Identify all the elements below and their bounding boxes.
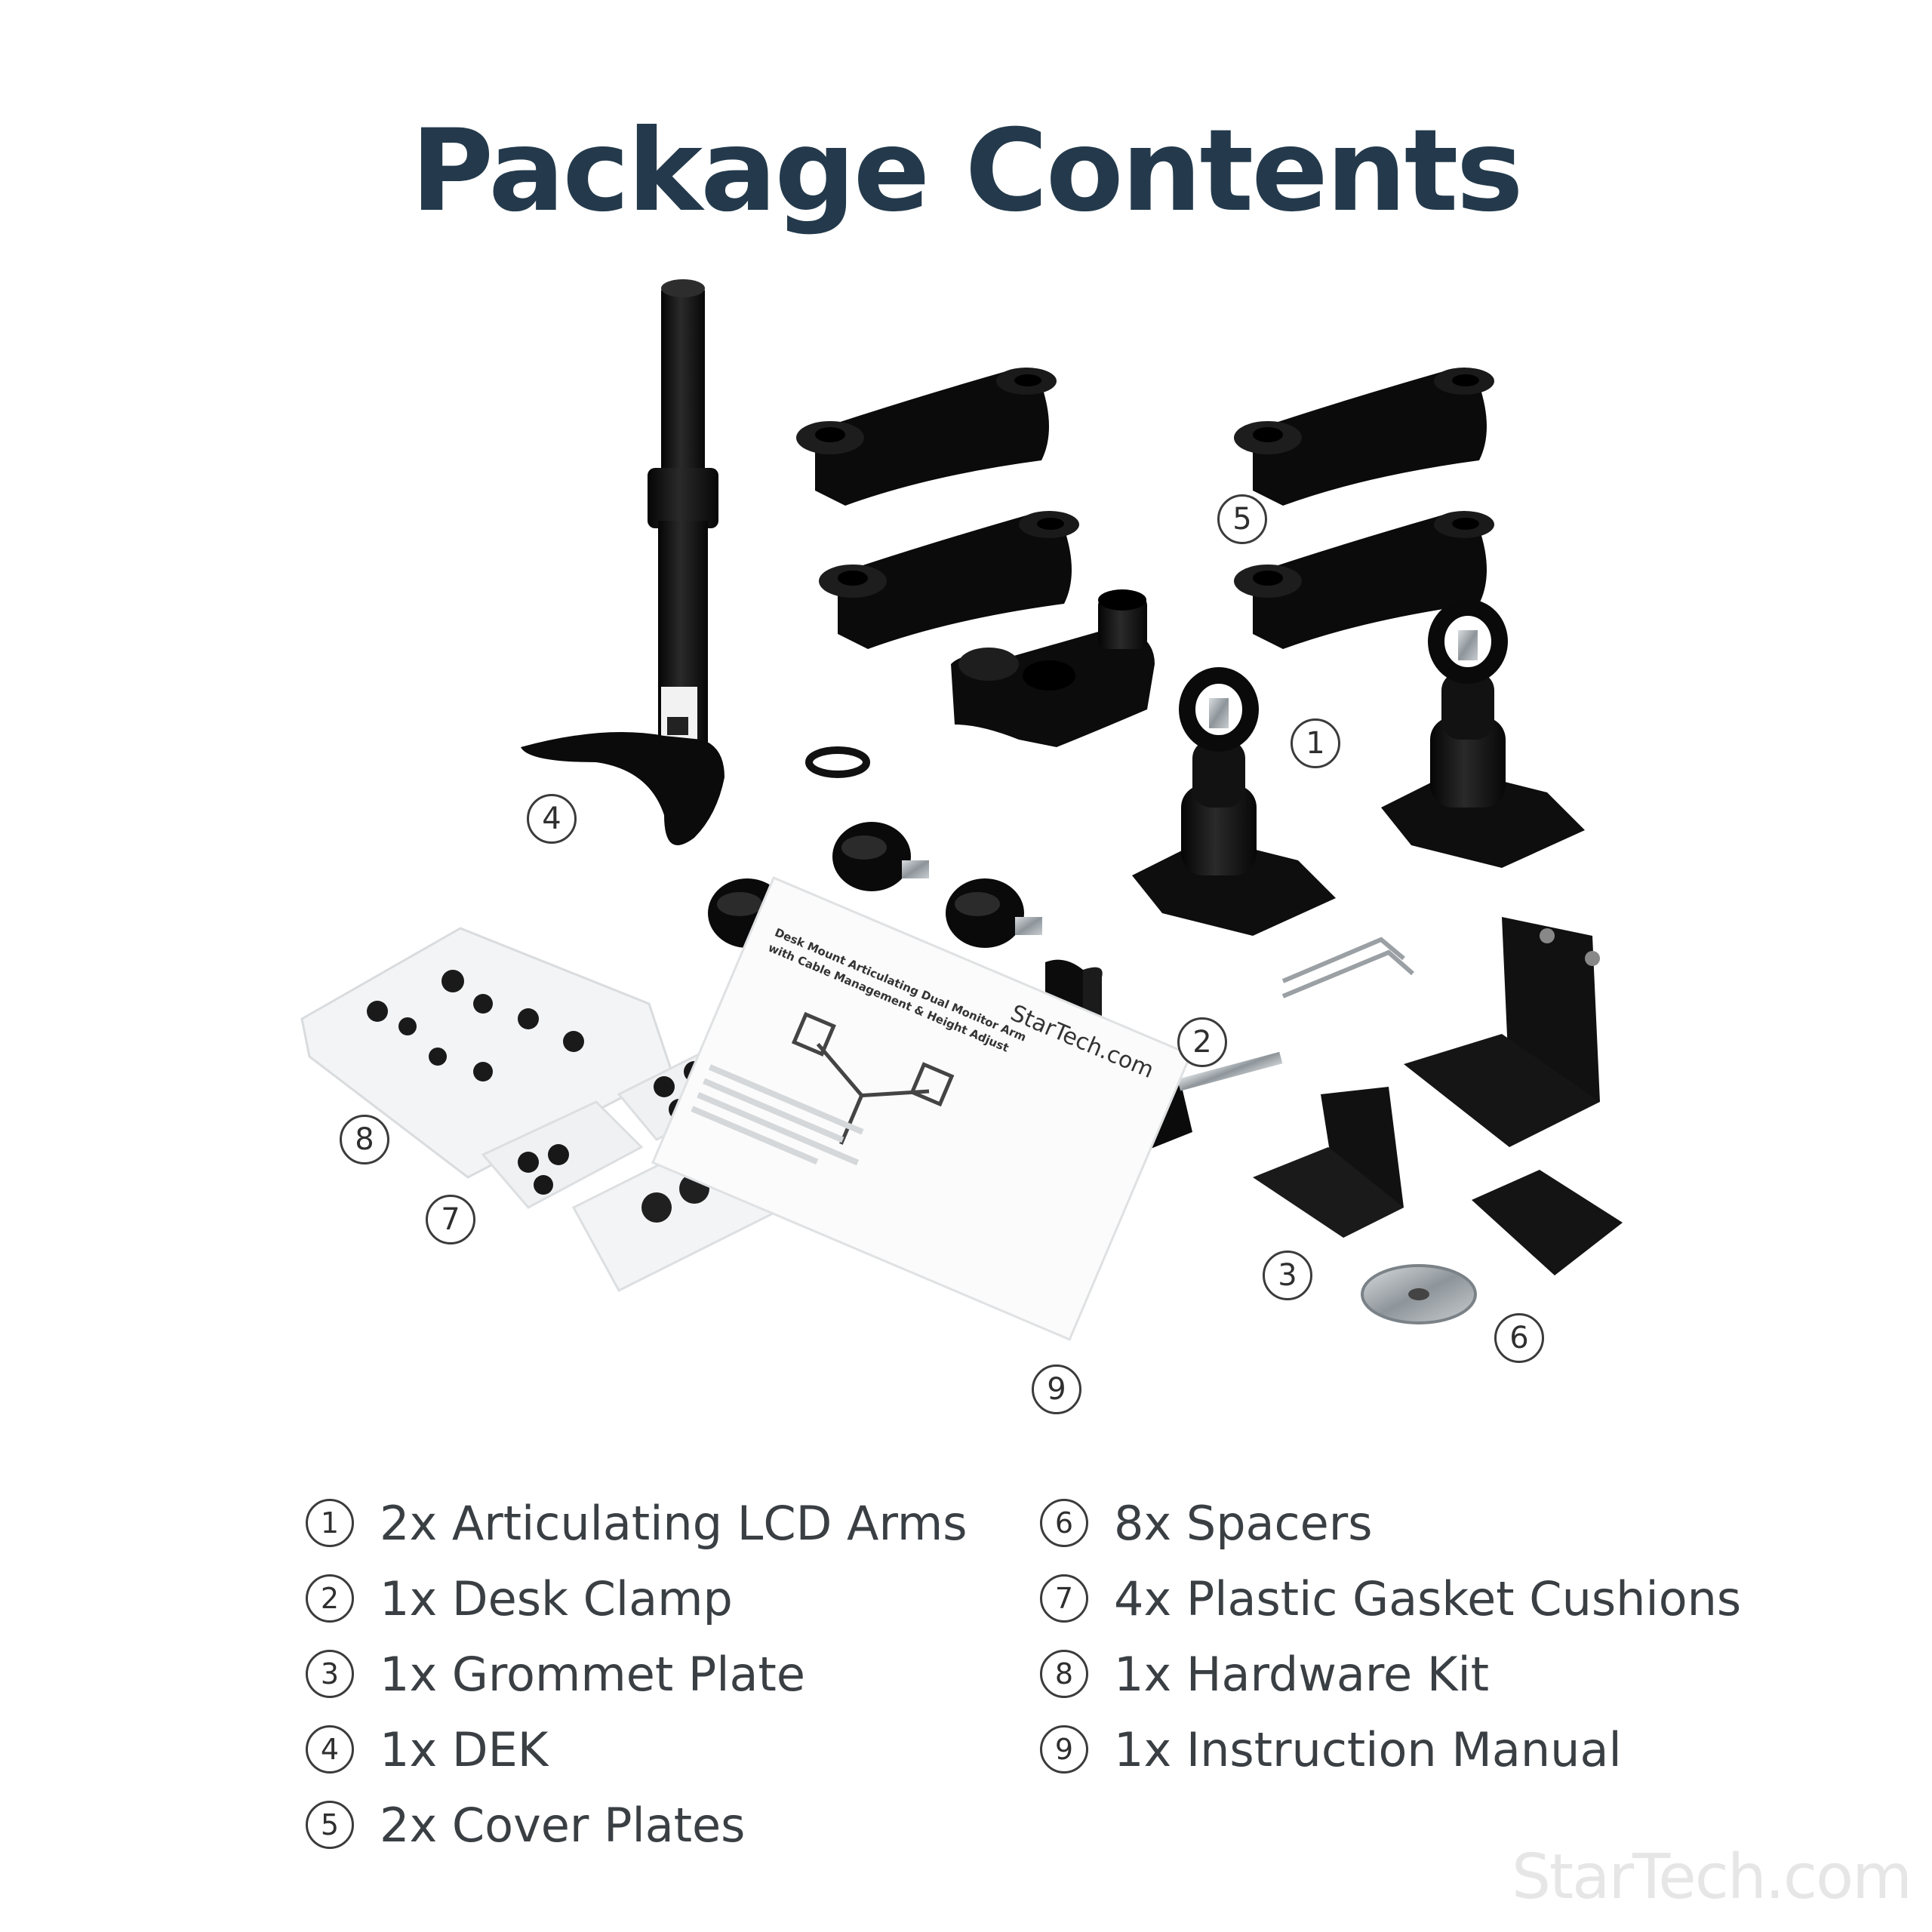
grommet-plate: [1253, 1087, 1623, 1324]
item-text: 2x Articulating LCD Arms: [380, 1495, 968, 1551]
parts-illustration: StarTech.com Desk Mount Articulating Dua…: [300, 279, 1623, 1341]
item-number: 8: [1040, 1650, 1088, 1698]
pole-assembly: [521, 279, 724, 845]
vesa-heads: [1132, 608, 1585, 936]
list-item: 1 2x Articulating LCD Arms: [306, 1485, 968, 1561]
brand-watermark: StarTech.com: [1511, 1841, 1912, 1913]
item-number: 9: [1040, 1725, 1088, 1774]
callout-7: 7: [426, 1195, 475, 1244]
list-item: 4 1x DEK: [306, 1712, 968, 1787]
callout-9: 9: [1032, 1364, 1081, 1414]
callout-4: 4: [527, 794, 577, 844]
page-title: Package Contents: [411, 106, 1523, 237]
item-number: 7: [1040, 1574, 1088, 1623]
item-text: 1x Instruction Manual: [1114, 1721, 1622, 1777]
item-number: 2: [306, 1574, 354, 1623]
callout-6: 6: [1494, 1313, 1544, 1363]
callout-3: 3: [1263, 1251, 1312, 1300]
arm-hub: [951, 589, 1155, 747]
contents-list-left: 1 2x Articulating LCD Arms 2 1x Desk Clamp…: [306, 1485, 968, 1863]
list-item: 5 2x Cover Plates: [306, 1787, 968, 1863]
list-item: 6 8x Spacers: [1040, 1485, 1741, 1561]
hex-keys: [1281, 937, 1414, 998]
item-text: 4x Plastic Gasket Cushions: [1114, 1571, 1742, 1626]
list-item: 2 1x Desk Clamp: [306, 1561, 968, 1636]
item-text: 8x Spacers: [1114, 1495, 1373, 1551]
list-item: 8 1x Hardware Kit: [1040, 1636, 1741, 1712]
callout-8: 8: [340, 1115, 389, 1164]
ring-spacer: [805, 746, 870, 778]
item-text: 1x Grommet Plate: [380, 1646, 805, 1702]
callout-2: 2: [1177, 1017, 1227, 1067]
item-text: 1x DEK: [380, 1721, 549, 1777]
item-number: 4: [306, 1725, 354, 1774]
list-item: 7 4x Plastic Gasket Cushions: [1040, 1561, 1741, 1636]
item-text: 2x Cover Plates: [380, 1797, 746, 1853]
callout-5: 5: [1217, 494, 1267, 544]
item-text: 1x Desk Clamp: [380, 1571, 733, 1626]
list-item: 3 1x Grommet Plate: [306, 1636, 968, 1712]
callout-1: 1: [1291, 718, 1340, 768]
list-item: 9 1x Instruction Manual: [1040, 1712, 1741, 1787]
item-text: 1x Hardware Kit: [1114, 1646, 1490, 1702]
item-number: 6: [1040, 1499, 1088, 1547]
instruction-manual: StarTech.com Desk Mount Articulating Dua…: [651, 876, 1192, 1341]
item-number: 1: [306, 1499, 354, 1547]
item-number: 3: [306, 1650, 354, 1698]
item-number: 5: [306, 1801, 354, 1849]
